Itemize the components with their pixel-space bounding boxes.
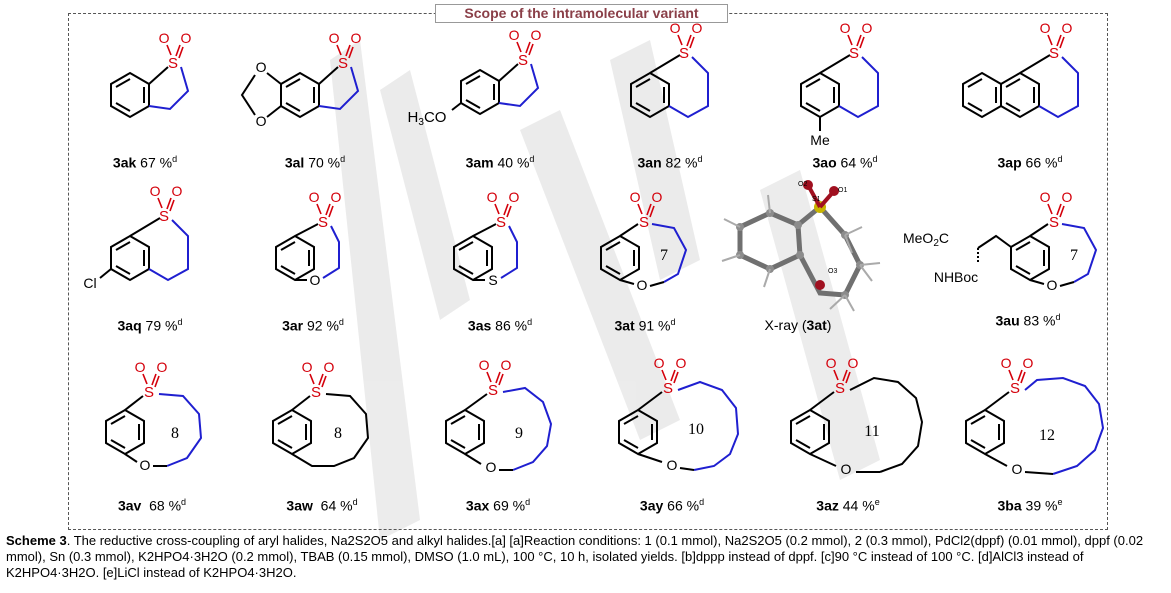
label-3av: 3av 68 %d [117,497,187,514]
caption-text: . The reductive cross-coupling of aryl h… [6,533,1144,580]
caption-scheme-label: Scheme 3 [6,533,67,548]
label-3an: 3an 82 %d [637,154,703,171]
xray-label: X-ray (3at) [764,317,832,333]
label-3aw: 3aw 64 %d [286,497,358,514]
svg-text:O: O [256,59,267,75]
label-3au: 3au 83 %d [995,312,1061,329]
scheme-title: Scope of the intramolecular variant [435,4,728,23]
svg-text:O: O [140,457,151,473]
ring-size-7: 7 [1070,247,1078,264]
svg-text:O: O [310,272,321,288]
xray-atom-label: O3 [828,268,837,275]
label-3ar: 3ar 92 %d [282,317,344,334]
svg-text:O: O [1012,461,1023,477]
svg-text:O: O [1047,277,1058,293]
structure-3au: O 7 NHBoc MeO2C [903,188,1098,293]
label-3at: 3at 91 %d [614,317,676,334]
ring-size-9: 9 [515,425,523,442]
structure-3am: H3CO [408,26,543,128]
structure-3al: O O [240,29,363,129]
label-3ao: 3ao 64 %d [812,154,878,171]
label-3as: 3as 86 %d [467,317,533,334]
ring-size-8: 8 [334,425,342,442]
structure-3at: O 7 [600,188,688,293]
structure-3ao: Me [800,19,879,148]
label-3ba: 3ba 39 %e [997,497,1063,514]
label-3ay: 3ay 66 %d [639,497,705,514]
label-3ak: 3ak 67 %d [112,154,178,171]
svg-text:O: O [486,459,497,475]
structure-3as: S [453,188,521,288]
label-3ax: 3ax 69 %d [465,497,531,514]
svg-text:MeO2C: MeO2C [903,230,949,249]
structure-3ax: O 9 [445,356,553,475]
structure-3an [630,19,709,119]
label-3al: 3al 70 %d [284,154,346,171]
xray-atom-label: O2 [798,181,807,188]
label-3ap: 3ap 66 %d [997,154,1063,171]
svg-text:Me: Me [810,132,830,148]
label-3az: 3az 44 %e [816,497,880,514]
svg-text:O: O [256,113,267,129]
structure-3ak [110,29,193,118]
svg-text:NHBoc: NHBoc [934,269,978,285]
svg-text:H3CO: H3CO [408,109,447,128]
label-3am: 3am 40 %d [465,154,535,171]
structure-3aw: 8 [272,358,370,467]
xray-structure: O2 O1 S1 O3 [721,180,881,312]
svg-text:O: O [841,461,852,477]
structure-3ap [962,19,1079,119]
structure-3ar: O [275,188,343,288]
ring-size-7: 7 [660,247,668,264]
ring-size-10: 10 [688,421,704,438]
ring-size-12: 12 [1039,427,1055,444]
xray-atom-label: S1 [812,196,821,203]
structure-3az: O 11 [790,354,924,477]
svg-text:O: O [667,457,678,473]
svg-text:Cl: Cl [83,275,96,291]
structure-3ba: O 12 [965,354,1105,477]
scheme-caption: Scheme 3. The reductive cross-coupling o… [6,533,1166,581]
structure-3ay: O 10 [618,354,740,473]
ring-size-8: 8 [171,425,179,442]
ring-size-11: 11 [864,423,879,440]
xray-atom-label: O1 [838,187,847,194]
label-3aq: 3aq 79 %d [117,317,183,334]
svg-text:S: S [488,272,497,288]
svg-text:O: O [637,277,648,293]
structure-3av: O 8 [105,358,203,473]
structure-3aq: Cl [83,182,189,291]
